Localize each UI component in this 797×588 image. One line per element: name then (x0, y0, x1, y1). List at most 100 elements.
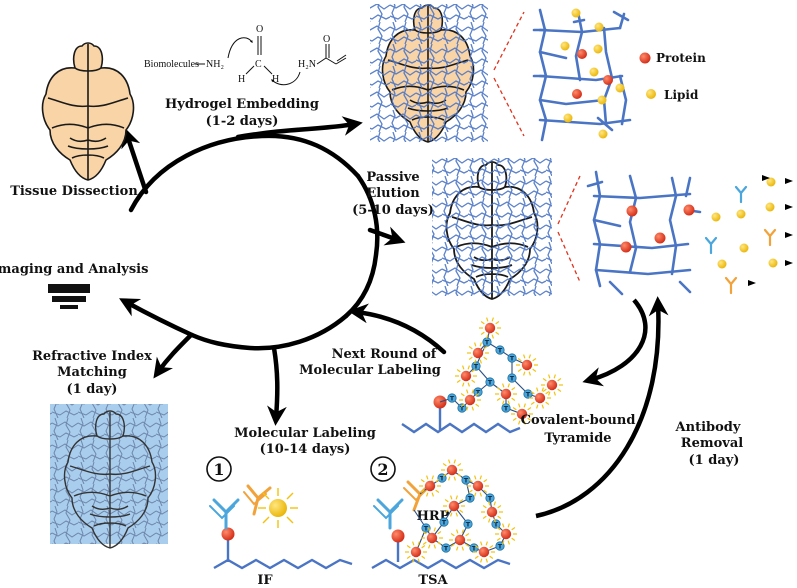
method-number-2: 2 (377, 460, 388, 479)
method-number-1: 1 (213, 460, 224, 479)
tyramide-bead: T (491, 519, 501, 529)
passive-elution-label-2: Elution (366, 186, 420, 201)
tyramide-t-label: T (485, 339, 490, 347)
tyramide-fluor-icon (421, 527, 443, 549)
tyramide-bead: T (501, 403, 511, 413)
cycle-arrows (119, 116, 447, 426)
cleared-brain-gel (432, 158, 552, 300)
tyramide-bead: T (495, 345, 505, 355)
elution-to-tyramide-arrow (582, 298, 648, 387)
tyramide-cluster: T T T T T T T T T T T (405, 459, 517, 563)
next-round-label-2: Molecular Labeling (299, 363, 441, 378)
tyramide-fluor-icon (443, 495, 465, 517)
tyramide-t-label: T (468, 495, 473, 503)
tyramide-bead: T (463, 519, 473, 529)
eluting-lipids-and-antibodies (704, 175, 793, 295)
tyramide-bead: T (471, 361, 481, 371)
tyramide-bead: T (485, 377, 495, 387)
biomolecules-label: Biomolecules (144, 59, 199, 70)
passive-elution-label-1: Passive (366, 170, 419, 185)
tyramide-fluor-icon (455, 365, 477, 387)
covalent-tyramide-label-2: Tyramide (544, 431, 611, 446)
fluorophore-sun-icon (258, 488, 298, 528)
legend-protein: Protein (656, 51, 706, 65)
tyramide-fluor-icon (479, 317, 501, 339)
protein-dots-top (572, 49, 651, 99)
tyramide-bead: T (461, 475, 471, 485)
if-panel: 1 IF (206, 456, 353, 588)
molecular-labeling-label: Molecular Labeling (234, 426, 376, 441)
tyramide-t-label: T (466, 521, 471, 529)
ri-matching-time: (1 day) (67, 382, 118, 397)
tyramide-t-label: T (460, 405, 465, 413)
tyramide-t-label: T (494, 521, 499, 529)
hydrogel-embedding-time: (1-2 days) (206, 114, 279, 129)
tyramide-fluor-icon (419, 475, 441, 497)
tyramide-t-label: T (510, 375, 515, 383)
tyramide-t-label: T (474, 363, 479, 371)
tyramide-t-label: T (424, 525, 429, 533)
tyramide-t-label: T (442, 519, 447, 527)
tyramide-fluor-icon (541, 374, 563, 396)
aldehyde-o-label: O (256, 24, 263, 35)
tyramide-fluor-icon (405, 541, 427, 563)
tyramide-t-label: T (510, 355, 515, 363)
hydrogel-network-top (532, 8, 632, 142)
zoom-line-top-upper (493, 11, 525, 71)
embedded-brain (370, 4, 488, 143)
tyramide-fluor-icon (495, 523, 517, 545)
tyramide-bead: T (465, 493, 475, 503)
zoom-line-mid-lower (557, 231, 581, 283)
tyramide-fluor-icon (467, 342, 489, 364)
transparent-brain-panel (50, 404, 168, 549)
tyramide-bead: T (482, 337, 492, 347)
tyramide-fluor-icon (467, 475, 489, 497)
tyramide-bead: T (469, 543, 479, 553)
tyramide-t-label: T (488, 495, 493, 503)
hydrogel-network-mid (586, 170, 702, 296)
if-label: IF (257, 573, 273, 588)
tyramide-t-label: T (440, 475, 445, 483)
tyramide-t-label: T (476, 389, 481, 397)
lipid-dots-top (560, 8, 656, 139)
ri-matching-label-1: Refractive Index (32, 349, 152, 364)
nh2-label: NH₂ (206, 59, 224, 70)
tyramide-t-label: T (488, 379, 493, 387)
antibody-removal-label-1: Antibody (675, 420, 741, 435)
tsa-label: TSA (418, 573, 448, 588)
tyramide-bead: T (447, 393, 457, 403)
antibody-removal-time: (1 day) (689, 453, 740, 468)
tyramide-t-label: T (444, 545, 449, 553)
dissected-brain-icon (41, 42, 135, 181)
tyramide-bead: T (507, 373, 517, 383)
tyramide-bead: T (473, 387, 483, 397)
tyramide-bead: T (441, 543, 451, 553)
tyramide-bead: T (457, 403, 467, 413)
tissue-dissection-label: Tissue Dissection (10, 184, 138, 199)
tyramide-bead: T (495, 541, 505, 551)
tyramide-bead: T (507, 353, 517, 363)
tyramide-t-label: T (498, 543, 503, 551)
covalent-tyramide-label-1: Covalent-bound (521, 413, 636, 428)
next-round-label-1: Next Round of (332, 347, 438, 362)
tyramide-fluor-icon (449, 529, 471, 551)
h-right-label: H (272, 74, 279, 85)
tyramide-bound-chain (401, 395, 521, 434)
tyramide-bead: T (523, 389, 533, 399)
tyramide-fluor-icon (473, 541, 495, 563)
zoom-line-top-lower (493, 77, 525, 137)
tyramide-fluor-icon (441, 459, 463, 481)
tyramide-fluor-icon (516, 354, 538, 376)
tyramide-fluor-icon (481, 501, 503, 523)
protein-dots-mid (620, 204, 695, 253)
tyramide-t-label: T (450, 395, 455, 403)
tyramide-t-label: T (526, 391, 531, 399)
tyramide-bead: T (439, 517, 449, 527)
ri-matching-label-2: Matching (57, 365, 127, 380)
passive-elution-time: (5-10 days) (352, 203, 434, 218)
molecular-labeling-time: (10-14 days) (260, 442, 351, 457)
antibody-removal-label-2: Removal (681, 436, 743, 451)
